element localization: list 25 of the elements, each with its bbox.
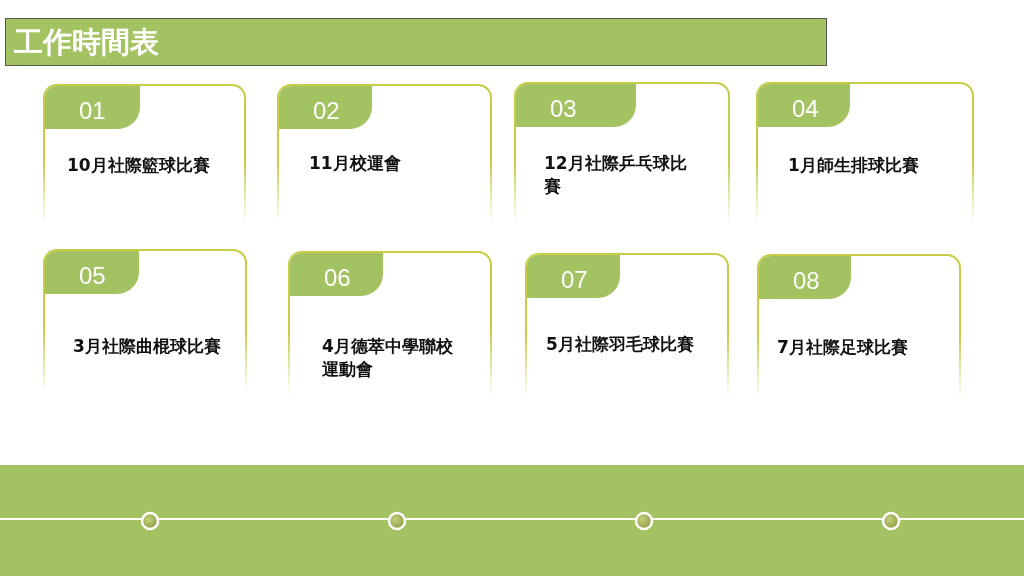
number-tab: 03 bbox=[516, 84, 636, 127]
event-text: 5月社際羽毛球比賽 bbox=[546, 333, 695, 356]
number-tab: 04 bbox=[758, 84, 850, 127]
event-card bbox=[756, 82, 974, 224]
event-card bbox=[288, 251, 492, 396]
number-tab: 06 bbox=[290, 253, 383, 296]
event-card bbox=[43, 84, 246, 224]
event-text: 12月社際乒乓球比賽 bbox=[544, 152, 688, 198]
event-text: 1月師生排球比賽 bbox=[788, 154, 920, 177]
event-text: 7月社際足球比賽 bbox=[777, 336, 909, 359]
number-tab: 05 bbox=[45, 251, 139, 294]
number-tab: 01 bbox=[45, 86, 140, 129]
event-text: 11月校運會 bbox=[309, 152, 402, 175]
event-text: 3月社際曲棍球比賽 bbox=[73, 335, 222, 358]
number-tab: 08 bbox=[759, 256, 851, 299]
event-text: 4月德萃中學聯校運動會 bbox=[322, 335, 454, 381]
number-tab: 02 bbox=[279, 86, 372, 129]
number-tab: 07 bbox=[527, 255, 620, 298]
event-card bbox=[277, 84, 492, 224]
event-card bbox=[757, 254, 961, 399]
event-card bbox=[43, 249, 247, 394]
event-card bbox=[514, 82, 730, 224]
event-card bbox=[525, 253, 729, 398]
title-banner: 工作時間表 bbox=[5, 18, 827, 66]
event-text: 10月社際籃球比賽 bbox=[67, 154, 211, 177]
